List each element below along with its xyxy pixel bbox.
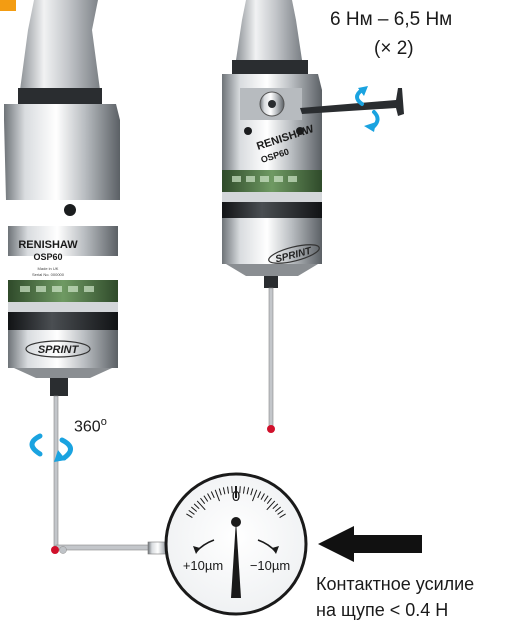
gauge-tick (263, 495, 269, 502)
stylus-holder (264, 276, 278, 288)
sprint-text: SPRINT (38, 344, 80, 356)
gauge-tick (207, 493, 212, 500)
gauge-needle (231, 520, 241, 598)
led-window (8, 280, 118, 302)
gauge-tick (214, 489, 220, 502)
gauge-tick (222, 487, 226, 495)
force-label-line1: Контактное усилие (316, 574, 475, 594)
gauge-tick (274, 506, 282, 512)
gauge-tick (272, 503, 279, 510)
gauge-hub (231, 517, 241, 527)
corner-tab (0, 0, 16, 11)
rotate-arrows-icon (355, 86, 380, 132)
rotate-arrows-icon (29, 433, 73, 462)
gauge-tick (203, 495, 209, 502)
torque-label: 6 Нм – 6,5 Нм (330, 9, 453, 30)
stylus-extension (55, 544, 157, 551)
stylus-tip (267, 425, 275, 433)
fine-print-1: Made in UK (38, 266, 59, 271)
body-ring (8, 302, 118, 312)
rotation-value: 360 (74, 418, 101, 436)
probe-nose (14, 368, 112, 378)
gauge-tick (266, 497, 272, 505)
dark-band (222, 202, 322, 218)
gauge-tick (218, 488, 222, 496)
gauge-tick (250, 488, 254, 496)
gauge-tick (246, 487, 250, 495)
hex-key-icon (300, 88, 404, 116)
gauge-tick (277, 509, 284, 515)
push-arrow-icon (318, 526, 422, 562)
tool-taper (20, 0, 100, 90)
led-window-detail (232, 176, 297, 182)
stylus-tip (51, 546, 59, 554)
gauge-tick (200, 497, 206, 505)
gauge-plus-label: +10µm (183, 558, 223, 573)
gauge-scale (186, 486, 286, 519)
gauge-tick (196, 500, 206, 511)
rotation-unit: o (100, 416, 107, 428)
probe-left: RENISHAW OSP60 Made in UK Serial No. 000… (4, 0, 157, 554)
screw-icon (64, 204, 76, 216)
fine-print-2: Serial No. 000000 (32, 272, 65, 277)
stylus-ball (59, 546, 67, 554)
gauge-tick (193, 503, 200, 510)
probe-nose (226, 264, 318, 276)
gauge-minus-label: −10µm (250, 558, 290, 573)
gauge-tick (186, 513, 193, 519)
flange-ring (232, 60, 308, 74)
probe-right: RENISHAW OSP60 SPRINT (222, 0, 322, 433)
gauge-tick (210, 491, 215, 499)
tool-taper (236, 0, 302, 60)
force-label-line2: на щупе < 0.4 Н (316, 600, 449, 620)
sprint-badge (268, 244, 320, 264)
dial-gauge: 0 +10µm −10µm (147, 472, 308, 616)
gauge-tick (266, 500, 276, 511)
gauge-tick (188, 509, 195, 515)
rotation-label: 360o (74, 416, 107, 436)
stylus-shaft (53, 395, 59, 547)
gauge-tick (227, 486, 230, 494)
flange-ring (18, 88, 102, 104)
screw-icon (244, 127, 252, 135)
probe-body (4, 104, 120, 200)
stylus-holder (50, 378, 68, 396)
gauge-tick (190, 506, 198, 512)
body-ring (222, 192, 322, 202)
sprint-badge (25, 340, 91, 358)
led-window-detail (20, 286, 94, 292)
brand-text: RENISHAW (18, 239, 78, 251)
gauge-tick (242, 486, 245, 494)
model-text: OSP60 (33, 252, 62, 262)
gauge-tick (239, 486, 241, 494)
gauge-zero-label: 0 (232, 488, 240, 505)
screw-icon (296, 127, 304, 135)
lower-body (222, 218, 322, 264)
gauge-tick (252, 489, 258, 502)
dark-band (8, 312, 118, 330)
led-window (222, 170, 322, 192)
gauge-tick (260, 493, 265, 500)
gauge-tick (231, 486, 233, 494)
label-plate (8, 226, 118, 256)
gauge-tick (279, 513, 286, 519)
stylus-shaft (268, 287, 274, 429)
gauge-tick (257, 491, 262, 499)
torque-multiplier-label: (× 2) (374, 38, 414, 59)
